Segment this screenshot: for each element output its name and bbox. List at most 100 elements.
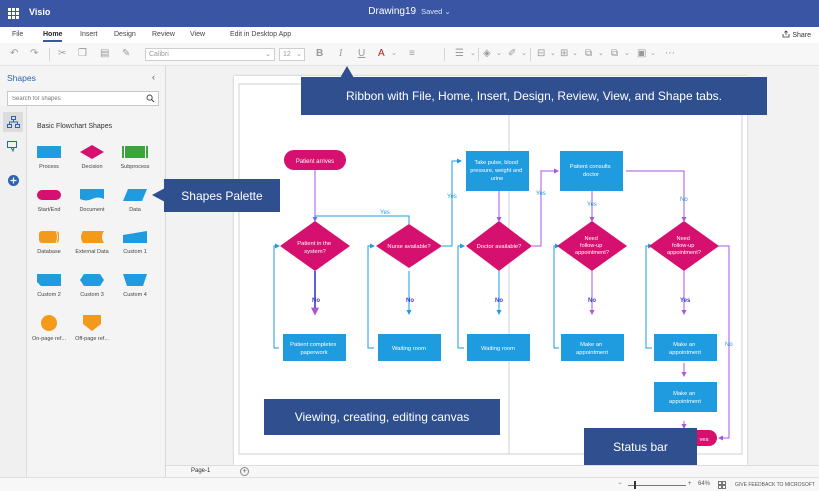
document-name[interactable]: Drawing19 <box>368 6 417 17</box>
tab-review[interactable]: Review <box>152 31 175 38</box>
give-feedback-link[interactable]: GIVE FEEDBACK TO MICROSOFT <box>735 482 815 488</box>
redo-icon[interactable]: ↷ <box>30 48 39 59</box>
tab-view[interactable]: View <box>190 31 206 38</box>
app-name[interactable]: Visio <box>29 7 51 17</box>
font-name-select[interactable]: Calibri⌄ <box>145 48 275 61</box>
subprocess-shape-icon <box>122 146 148 158</box>
decision-follow-up-1[interactable] <box>557 221 627 271</box>
vitals-process[interactable] <box>466 151 529 191</box>
line-color-dropdown-icon[interactable]: ⌄ <box>521 50 527 57</box>
align-icon[interactable]: ☰ <box>455 48 464 59</box>
process-make-appointment-1[interactable] <box>561 334 624 361</box>
shape-data[interactable]: Data <box>113 187 157 227</box>
ribbon-callout-pointer-icon <box>340 66 354 78</box>
zoom-slider-thumb[interactable] <box>634 481 636 489</box>
add-stencil-icon[interactable] <box>3 170 23 190</box>
decision-doctor-available[interactable] <box>466 221 532 271</box>
group-icon[interactable]: ▣ <box>637 48 647 59</box>
app-launcher-icon[interactable] <box>8 8 19 19</box>
font-color-dropdown-icon[interactable]: ⌄ <box>391 50 397 57</box>
align-dropdown-icon[interactable]: ⌄ <box>470 50 476 57</box>
document-shape-icon <box>80 189 104 201</box>
line-color-icon[interactable]: ✐ <box>508 48 517 59</box>
shape-custom-2[interactable]: Custom 2 <box>27 272 71 312</box>
consult-process[interactable] <box>560 151 623 191</box>
format-painter-icon[interactable]: ✎ <box>122 48 131 59</box>
send-backward-dropdown-icon[interactable]: ⌄ <box>624 50 630 57</box>
copy-icon[interactable]: ❐ <box>78 48 87 59</box>
paste-icon[interactable]: ▤ <box>100 48 110 59</box>
start-node[interactable] <box>284 150 346 170</box>
shape-label: Subprocess <box>120 164 150 170</box>
no-label: No <box>680 197 688 203</box>
shape-custom-3[interactable]: Custom 3 <box>70 272 114 312</box>
tab-home[interactable]: Home <box>43 31 63 42</box>
decision-follow-up-2[interactable] <box>649 221 719 271</box>
shape-decision[interactable]: Decision <box>70 144 114 184</box>
shape-database[interactable]: Database <box>27 229 71 269</box>
font-color-button[interactable]: A <box>378 48 385 59</box>
basic-shapes-stencil-icon[interactable] <box>3 112 23 132</box>
bold-button[interactable]: B <box>316 48 324 59</box>
underline-button[interactable]: U <box>358 48 366 59</box>
zoom-slider[interactable] <box>628 485 686 486</box>
undo-icon[interactable]: ↶ <box>10 48 19 59</box>
tab-edit-in-desktop-app[interactable]: Edit in Desktop App <box>230 31 292 38</box>
connectors <box>273 158 730 441</box>
more-options-icon[interactable]: ⋯ <box>665 48 675 59</box>
position-dropdown-icon[interactable]: ⌄ <box>572 50 578 57</box>
search-icon[interactable] <box>146 94 155 103</box>
shape-process[interactable]: Process <box>27 144 71 184</box>
tab-insert[interactable]: Insert <box>80 31 98 38</box>
shape-label: Custom 2 <box>37 292 61 298</box>
callouts-stencil-icon[interactable] <box>3 136 23 156</box>
yes-label: Yes <box>380 210 390 216</box>
process-waiting-room-1[interactable] <box>378 334 441 361</box>
bring-forward-icon[interactable]: ⧉ <box>585 48 593 59</box>
process-waiting-room-2[interactable] <box>467 334 530 361</box>
add-page-icon[interactable]: + <box>240 467 249 476</box>
stencil-title: Basic Flowchart Shapes <box>37 123 113 130</box>
process-paperwork[interactable] <box>283 334 346 361</box>
group-dropdown-icon[interactable]: ⌄ <box>650 50 656 57</box>
collapse-panel-icon[interactable]: ‹ <box>152 72 155 82</box>
decision-nurse-available[interactable] <box>376 224 442 268</box>
shape-custom-1[interactable]: Custom 1 <box>113 229 157 269</box>
tab-design[interactable]: Design <box>114 31 136 38</box>
zoom-in-button[interactable]: + <box>688 481 692 487</box>
toolbar-divider <box>530 48 531 61</box>
font-size-select[interactable]: 12⌄ <box>279 48 305 61</box>
cut-icon[interactable]: ✂ <box>58 48 67 59</box>
tab-file[interactable]: File <box>12 31 24 38</box>
italic-button[interactable]: I <box>339 48 343 59</box>
decision-shape-icon <box>80 145 104 159</box>
shape-document[interactable]: Document <box>70 187 114 227</box>
decision-patient-in-system[interactable] <box>280 221 350 271</box>
shape-custom-4[interactable]: Custom 4 <box>113 272 157 312</box>
process-make-appointment-3[interactable] <box>654 382 717 412</box>
position-icon[interactable]: ⊞ <box>560 48 569 59</box>
zoom-out-button[interactable]: − <box>618 481 622 487</box>
shape-on-page-reference[interactable]: On-page ref... <box>27 314 71 354</box>
shape-external-data[interactable]: External Data <box>70 229 114 269</box>
process-shape-icon <box>37 146 61 158</box>
bring-forward-dropdown-icon[interactable]: ⌄ <box>598 50 604 57</box>
arrange-dropdown-icon[interactable]: ⌄ <box>550 50 556 57</box>
fill-dropdown-icon[interactable]: ⌄ <box>496 50 502 57</box>
process-make-appointment-2[interactable] <box>654 334 717 361</box>
share-button[interactable]: Share <box>782 30 811 39</box>
fit-to-window-icon[interactable] <box>718 481 726 489</box>
text-more-icon[interactable]: ≡ <box>409 48 415 59</box>
shape-label: Custom 4 <box>123 292 147 298</box>
fill-icon[interactable]: ◈ <box>483 48 491 59</box>
shape-start-end[interactable]: Start/End <box>27 187 71 227</box>
end-label: ves <box>699 437 708 443</box>
shape-off-page-reference[interactable]: Off-page ref... <box>70 314 114 354</box>
arrange-icon[interactable]: ⊟ <box>537 48 546 59</box>
send-backward-icon[interactable]: ⧉ <box>611 48 619 59</box>
shape-search-input[interactable] <box>8 92 138 105</box>
zoom-level[interactable]: 64% <box>698 481 711 487</box>
shape-subprocess[interactable]: Subprocess <box>113 144 157 184</box>
page-tab-page-1[interactable]: Page-1 <box>191 468 211 474</box>
